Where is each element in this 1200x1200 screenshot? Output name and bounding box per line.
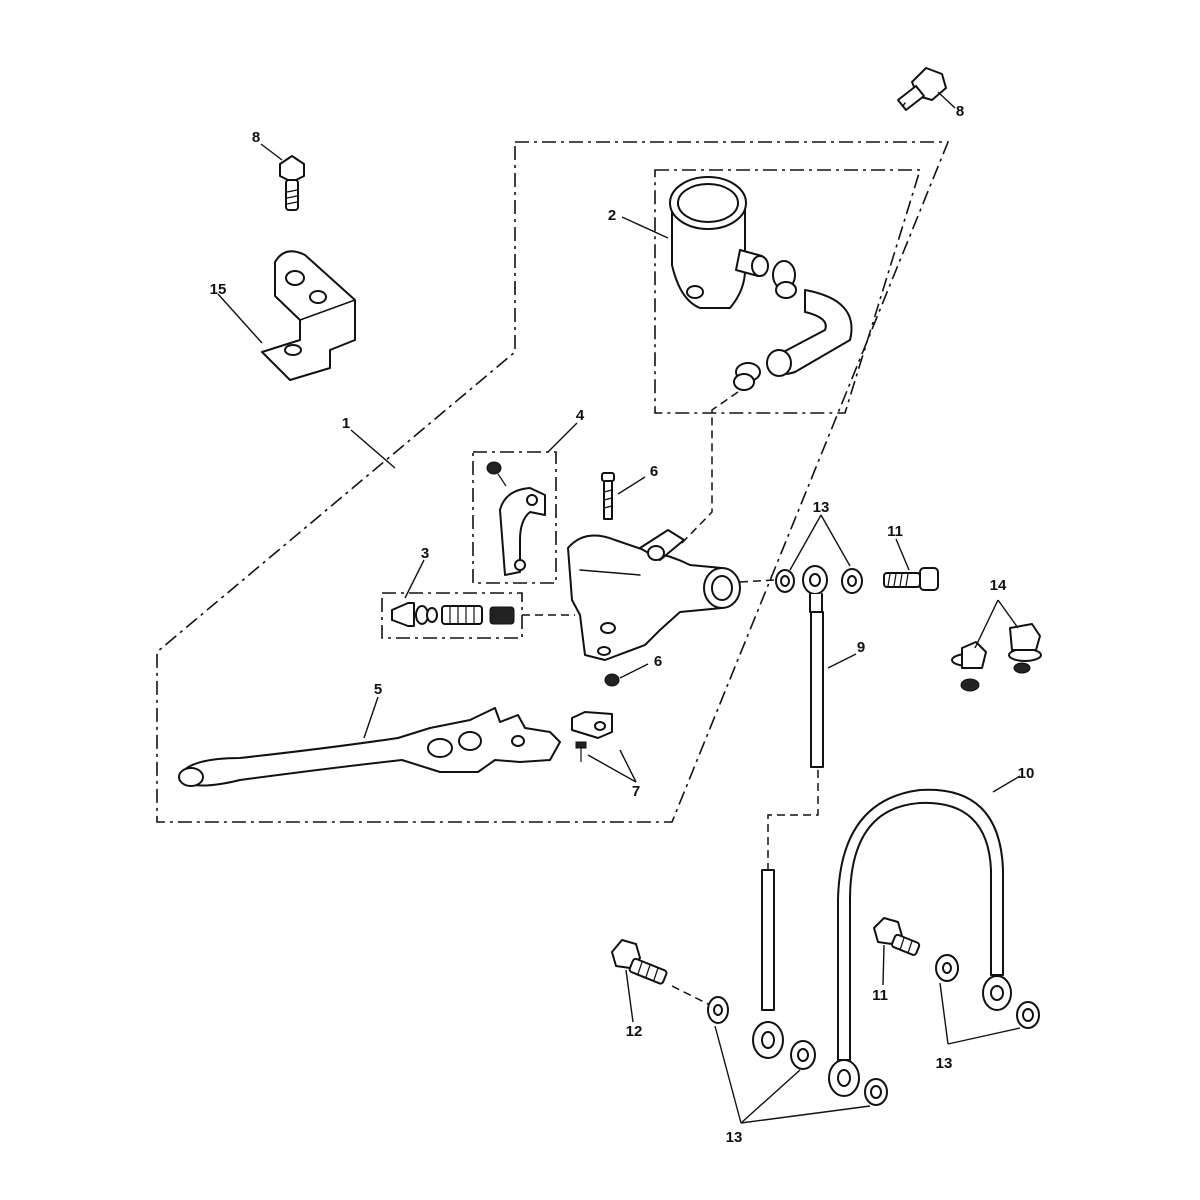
reservoir-hose (766, 289, 853, 377)
callout-12: 12 (626, 1023, 643, 1040)
callout-3: 3 (421, 545, 429, 562)
switch-screw (575, 741, 587, 762)
hose-clamp-upper (772, 260, 797, 299)
washer-13-lower-3 (864, 1078, 888, 1106)
banjo-bolt-11-lower (873, 917, 921, 956)
piston-kit-3 (391, 602, 515, 627)
brake-hose-10 (828, 788, 1012, 1097)
clip-14-left (951, 641, 987, 692)
washer-13-lower-5 (1016, 1001, 1040, 1029)
callout-14: 14 (990, 577, 1007, 594)
brake-line-lower-left (752, 869, 784, 1059)
banjo-axis-line-upper (739, 579, 776, 583)
callout-11-upper: 11 (887, 523, 903, 540)
washer-13-lower-2 (790, 1040, 816, 1070)
clip-14-right (1008, 623, 1042, 674)
washer-13-lower-4 (935, 954, 959, 982)
callout-1: 1 (342, 415, 350, 432)
callout-7: 7 (632, 783, 640, 800)
callout-6-upper: 6 (650, 463, 658, 480)
reservoir-2 (669, 176, 769, 309)
master-cylinder-assembly-outline (156, 141, 950, 823)
bolt-12-axis (671, 985, 711, 1006)
banjo-washer-13-b (841, 568, 863, 594)
screw-6-upper (601, 472, 615, 520)
callout-5: 5 (374, 681, 382, 698)
bolt-8-upper-left (279, 155, 305, 211)
clamp-screw (486, 461, 507, 487)
bolt-8-upper-right (897, 67, 947, 111)
brake-lever-5 (178, 707, 561, 787)
reservoir-kit-outline (654, 169, 922, 414)
nut-6-lower (604, 673, 620, 687)
hose-to-body-path (679, 391, 739, 546)
callout-9: 9 (857, 639, 865, 656)
callout-13-right: 13 (936, 1055, 953, 1072)
banjo-fitting-upper (802, 565, 828, 595)
banjo-washer-13-a (775, 569, 795, 593)
callout-2: 2 (608, 207, 616, 224)
bracket-15 (261, 250, 356, 381)
banjo-bolt-12 (611, 939, 668, 985)
brake-switch-7 (571, 711, 613, 762)
callout-8-left: 8 (252, 129, 260, 146)
master-cylinder-body (567, 529, 741, 661)
callout-8-right: 8 (956, 103, 964, 120)
callout-4: 4 (576, 407, 585, 424)
washer-13-lower-1 (707, 996, 729, 1024)
clamp-4 (486, 461, 546, 576)
callout-13-bottom: 13 (726, 1129, 743, 1146)
clamp-kit-outline (472, 451, 557, 584)
callout-13-upper: 13 (813, 499, 830, 516)
callout-6-lower: 6 (654, 653, 662, 670)
banjo-bolt-11-upper (883, 567, 939, 591)
hose-9-link-line (767, 770, 819, 870)
callout-10: 10 (1018, 765, 1035, 782)
callout-15: 15 (210, 281, 227, 298)
callout-11-lower: 11 (872, 987, 888, 1004)
brake-hose-9 (809, 593, 824, 768)
hose-clamp-lower (733, 362, 761, 391)
leader-lines (217, 91, 1021, 1124)
